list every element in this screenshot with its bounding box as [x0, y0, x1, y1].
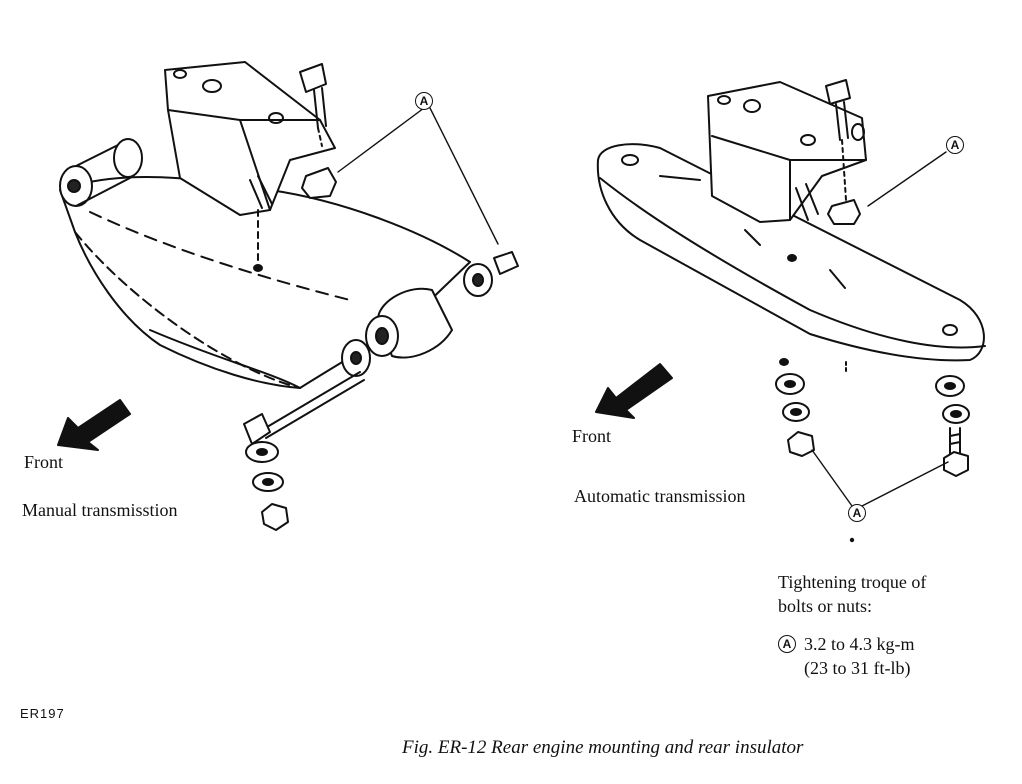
torque-note: Tightening troque of bolts or nuts: A 3.… — [778, 570, 926, 680]
manual-transmission-label: Manual transmisstion — [22, 500, 178, 520]
callout-a-manual: A — [415, 92, 433, 110]
torque-heading-line1: Tightening troque of — [778, 572, 927, 592]
manual-transmission-mount — [57, 61, 519, 531]
torque-value-imperial: (23 to 31 ft-lb) — [804, 658, 911, 678]
manual-mount-bracket — [164, 61, 336, 216]
figure-code: ER197 — [20, 706, 65, 721]
torque-value-metric-row: A 3.2 to 4.3 kg-m — [778, 632, 926, 656]
callout-a-automatic-bottom: A — [848, 504, 866, 522]
automatic-crossmember — [596, 143, 985, 362]
figure-caption: Fig. ER-12 Rear engine mounting and rear… — [402, 737, 804, 758]
front-label-automatic: Front — [572, 426, 612, 446]
torque-marker: A — [778, 635, 796, 653]
front-arrow-icon-right — [595, 363, 673, 419]
front-label-manual: Front — [24, 452, 64, 472]
torque-heading-line2: bolts or nuts: — [778, 596, 873, 616]
automatic-transmission-label: Automatic transmission — [574, 486, 746, 506]
front-arrow-icon — [57, 399, 131, 451]
automatic-mount-bracket — [707, 81, 867, 223]
callout-a-automatic-top: A — [946, 136, 964, 154]
torque-value-metric: 3.2 to 4.3 kg-m — [804, 634, 915, 654]
automatic-transmission-mount — [595, 79, 986, 543]
